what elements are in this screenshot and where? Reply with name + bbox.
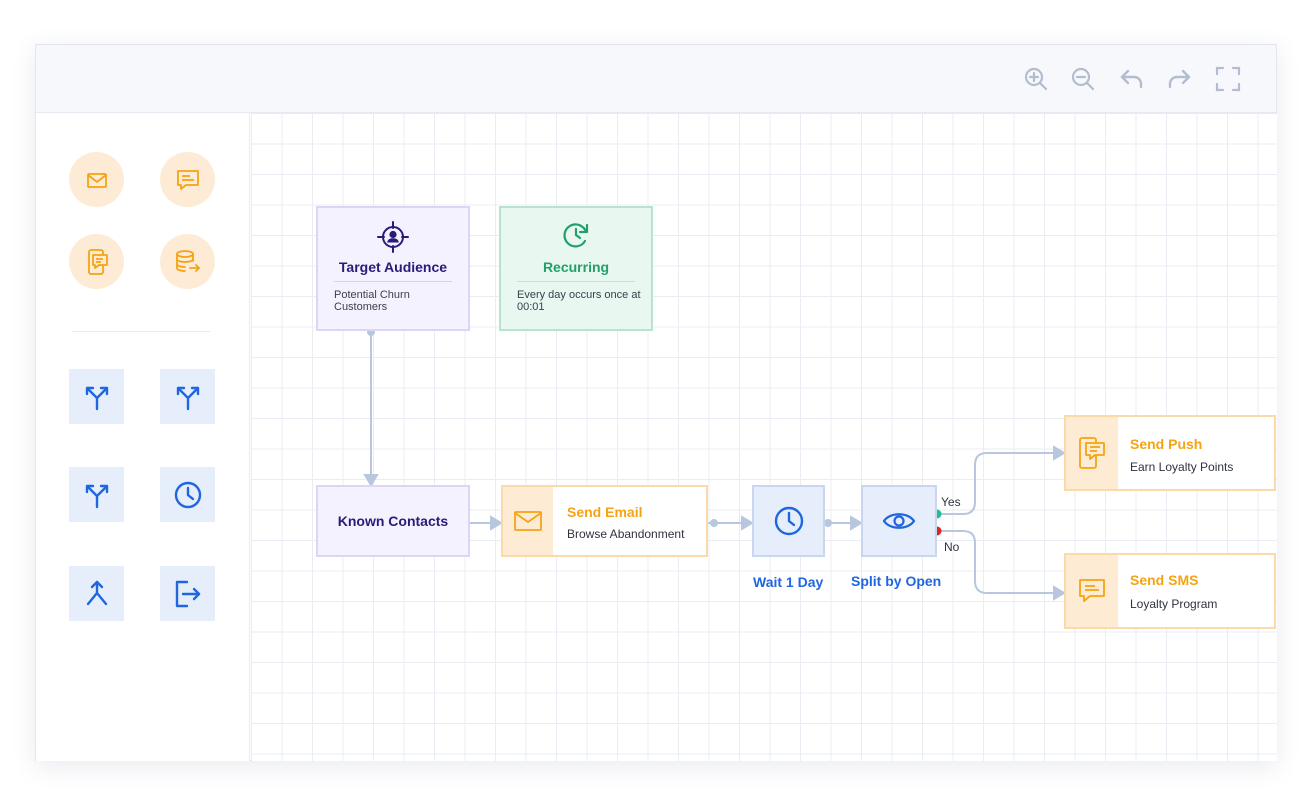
send-push-node[interactable]: Send Push Earn Loyalty Points bbox=[1064, 415, 1276, 491]
send-push-sub: Earn Loyalty Points bbox=[1130, 460, 1234, 474]
recurring-node[interactable]: Recurring Every day occurs once at 00:01 bbox=[499, 206, 653, 331]
zoom-out-icon[interactable] bbox=[1067, 63, 1099, 95]
no-label: No bbox=[944, 540, 960, 554]
arrow-head bbox=[1053, 445, 1066, 461]
undo-icon[interactable] bbox=[1116, 63, 1148, 95]
push-icon bbox=[1066, 417, 1118, 489]
exit-icon[interactable] bbox=[160, 566, 215, 621]
target-audience-desc: Potential Churn Customers bbox=[334, 289, 410, 313]
workflow-canvas[interactable]: Target Audience Potential Churn Customer… bbox=[251, 113, 1277, 761]
arrow-head bbox=[1053, 585, 1066, 601]
top-toolbar bbox=[36, 45, 1276, 113]
node-palette bbox=[36, 113, 250, 761]
arrow-head bbox=[490, 515, 503, 531]
wait-icon[interactable] bbox=[160, 467, 215, 522]
email-icon bbox=[503, 487, 553, 555]
palette-divider bbox=[72, 331, 210, 332]
card-divider bbox=[334, 281, 452, 282]
split-alt-icon[interactable] bbox=[160, 369, 215, 424]
fullscreen-icon[interactable] bbox=[1212, 63, 1244, 95]
send-sms-title: Send SMS bbox=[1130, 572, 1199, 588]
clock-icon bbox=[774, 506, 803, 536]
send-push-title: Send Push bbox=[1130, 436, 1203, 452]
send-email-node[interactable]: Send Email Browse Abandonment bbox=[501, 485, 708, 557]
eye-icon bbox=[882, 513, 916, 529]
wait-node[interactable] bbox=[752, 485, 825, 557]
recurring-desc: Every day occurs once at 00:01 bbox=[517, 289, 641, 313]
merge-icon[interactable] bbox=[69, 566, 124, 621]
chat-icon[interactable] bbox=[160, 152, 215, 207]
port-dot bbox=[824, 519, 832, 527]
workflow-builder-window: Target Audience Potential Churn Customer… bbox=[35, 44, 1277, 761]
email-icon[interactable] bbox=[69, 152, 124, 207]
redo-icon[interactable] bbox=[1163, 63, 1195, 95]
card-divider bbox=[517, 281, 635, 282]
known-contacts-node[interactable]: Known Contacts bbox=[316, 485, 470, 557]
port-dot bbox=[710, 519, 718, 527]
target-audience-node[interactable]: Target Audience Potential Churn Customer… bbox=[316, 206, 470, 331]
zoom-in-icon[interactable] bbox=[1020, 63, 1052, 95]
arrow-head bbox=[850, 515, 863, 531]
arrow-head bbox=[741, 515, 754, 531]
yes-label: Yes bbox=[941, 495, 961, 509]
known-contacts-title: Known Contacts bbox=[337, 513, 449, 529]
target-audience-icon bbox=[318, 220, 468, 254]
split-by-open-node[interactable] bbox=[861, 485, 937, 557]
split-icon[interactable] bbox=[69, 369, 124, 424]
send-sms-sub: Loyalty Program bbox=[1130, 597, 1218, 611]
sms-icon bbox=[1066, 555, 1118, 627]
send-email-title: Send Email bbox=[567, 504, 643, 520]
wire-yes-branch bbox=[937, 452, 1056, 515]
split-label: Split by Open bbox=[851, 573, 942, 589]
data-export-icon[interactable] bbox=[160, 234, 215, 289]
send-email-sub: Browse Abandonment bbox=[567, 527, 685, 541]
target-audience-title: Target Audience bbox=[338, 259, 448, 275]
wire-no-branch bbox=[937, 530, 1056, 594]
branch-icon[interactable] bbox=[69, 467, 124, 522]
recurring-title: Recurring bbox=[542, 259, 610, 275]
push-icon[interactable] bbox=[69, 234, 124, 289]
recurring-icon bbox=[501, 220, 651, 250]
arrow-head bbox=[363, 474, 379, 487]
send-sms-node[interactable]: Send SMS Loyalty Program bbox=[1064, 553, 1276, 629]
wait-label: Wait 1 Day bbox=[753, 574, 824, 590]
